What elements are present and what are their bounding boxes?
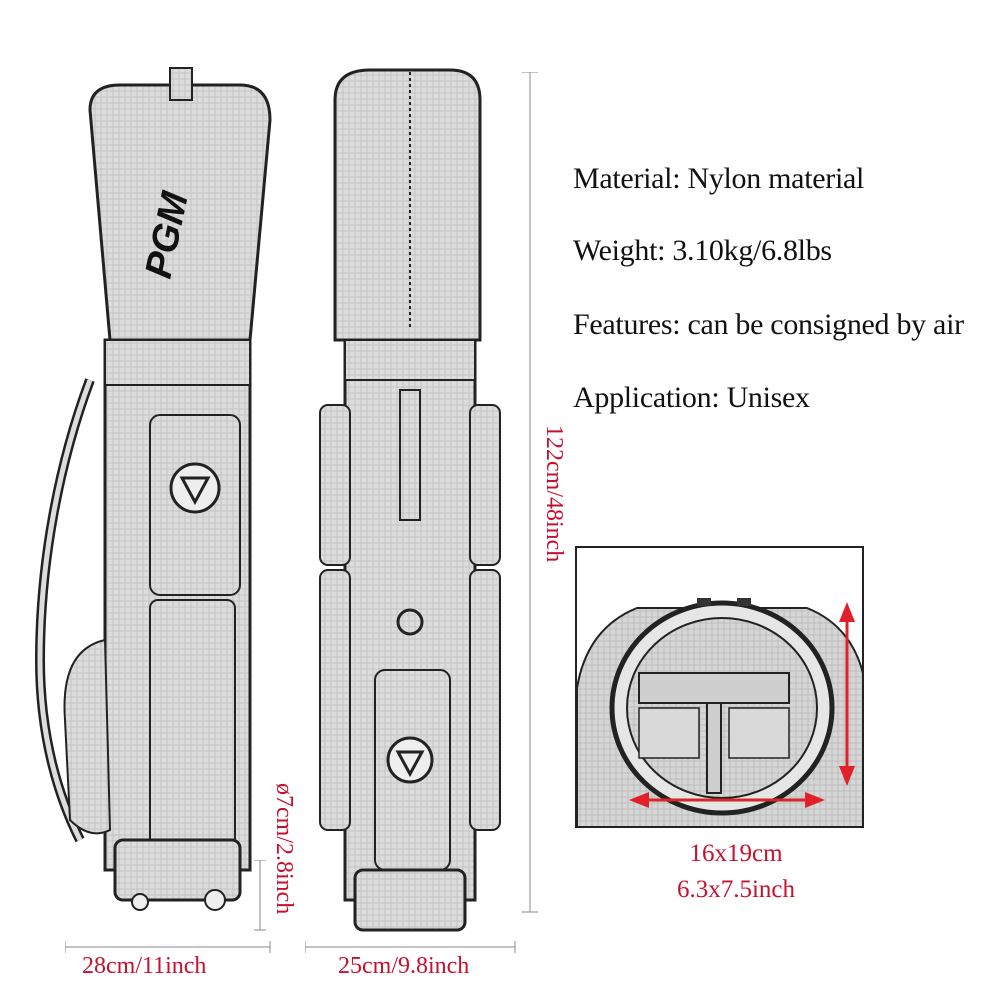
spec-material: Material: Nylon material (573, 162, 865, 195)
width-side-dimension-line (305, 941, 516, 953)
height-dimension-line (522, 72, 538, 913)
height-dimension-label: 122cm/48inch (541, 425, 567, 563)
golf-bag-side-view (319, 68, 501, 932)
spec-application: Application: Unisex (573, 381, 810, 414)
opening-sketch (577, 598, 862, 826)
opening-inset-image (575, 546, 864, 828)
diameter-dimension-label: ø7cm/2.8inch (271, 783, 297, 915)
width-front-label: 28cm/11inch (82, 953, 207, 979)
side-pouch (63, 638, 112, 835)
inset-size-inch: 6.3x7.5inch (676, 876, 796, 903)
spec-weight: Weight: 3.10kg/6.8lbs (573, 234, 832, 267)
wheel-icon (204, 889, 226, 911)
emblem-icon (169, 462, 221, 514)
golf-bag-front-view: PGM (34, 67, 272, 911)
width-side-label: 25cm/9.8inch (338, 953, 470, 979)
lower-pocket (149, 599, 236, 851)
inset-size-cm: 16x19cm (689, 840, 783, 867)
diameter-dimension-line (254, 860, 266, 931)
width-front-dimension-line (65, 941, 271, 953)
spec-features: Features: can be consigned by air (573, 308, 964, 341)
bag-hood (88, 83, 272, 342)
